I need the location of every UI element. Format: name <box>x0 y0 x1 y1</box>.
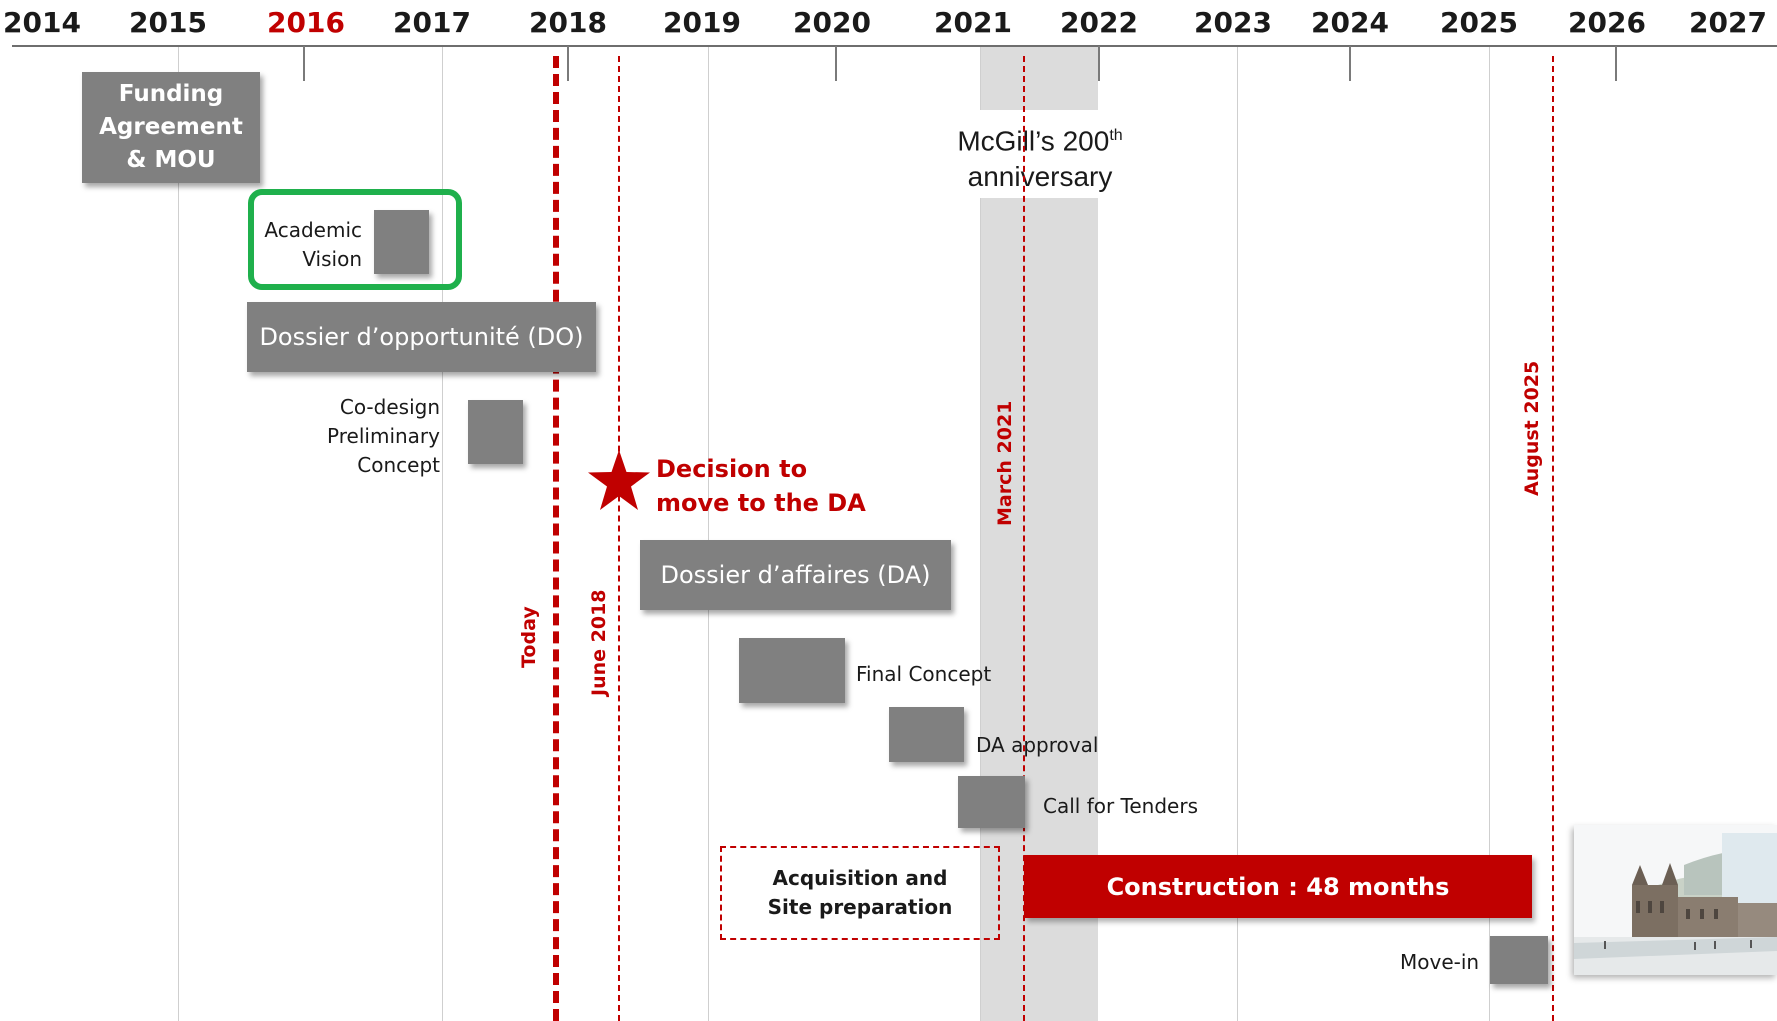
tick-2024 <box>1349 46 1351 81</box>
year-label: 2024 <box>1311 6 1389 39</box>
academic-vision-highlight <box>248 189 462 290</box>
call-tenders-box <box>958 776 1025 828</box>
codesign-label: Co-design Preliminary Concept <box>300 393 440 480</box>
august-2025-line <box>1552 56 1554 1021</box>
da-text: Dossier d’affaires (DA) <box>660 561 931 589</box>
final-concept-box <box>739 638 845 703</box>
funding-text: Funding Agreement & MOU <box>82 72 260 183</box>
building-rendering-image <box>1574 825 1777 975</box>
tick-2016 <box>303 46 305 81</box>
da-approval-box <box>889 707 964 762</box>
year-label: 2022 <box>1060 6 1138 39</box>
march-2021-line <box>1023 56 1025 1021</box>
decision-label: Decision to move to the DA <box>656 452 866 520</box>
acquisition-box: Acquisition and Site preparation <box>720 846 1000 940</box>
year-label: 2020 <box>793 6 871 39</box>
tick-2026 <box>1615 46 1617 81</box>
year-label: 2014 <box>3 6 81 39</box>
year-label: 2026 <box>1568 6 1646 39</box>
acquisition-line: Acquisition and <box>772 866 948 890</box>
academic-vision-line: Vision <box>302 247 362 271</box>
year-label: 2019 <box>663 6 741 39</box>
decision-line: move to the DA <box>656 489 866 517</box>
year-label: 2025 <box>1440 6 1518 39</box>
tick-2018 <box>567 46 569 81</box>
codesign-line: Preliminary <box>327 424 440 448</box>
do-box <box>247 302 596 372</box>
anniversary-sup: th <box>1109 127 1123 144</box>
academic-vision-box <box>374 210 429 274</box>
march-2021-label: March 2021 <box>994 400 1016 526</box>
today-line <box>553 56 559 1021</box>
timeline-axis <box>12 45 1777 47</box>
year-label-highlighted: 2016 <box>267 6 345 39</box>
anniversary-label-background <box>930 110 1150 198</box>
call-tenders-label: Call for Tenders <box>1043 794 1198 818</box>
da-approval-label: DA approval <box>976 733 1099 757</box>
year-label: 2017 <box>393 6 471 39</box>
year-label: 2023 <box>1194 6 1272 39</box>
anniversary-label: McGill’s 200th anniversary <box>930 118 1150 195</box>
da-box <box>640 540 951 610</box>
year-label: 2027 <box>1689 6 1767 39</box>
tick-2020 <box>835 46 837 81</box>
construction-bar: Construction : 48 months <box>1024 855 1532 918</box>
year-label: 2018 <box>529 6 607 39</box>
august-2025-label: August 2025 <box>1521 360 1543 496</box>
do-text: Dossier d’opportunité (DO) <box>259 323 584 351</box>
funding-line: Agreement <box>99 114 243 140</box>
today-label: Today <box>518 606 540 668</box>
tick-2022 <box>1098 46 1100 81</box>
anniversary-line2: anniversary <box>967 161 1113 193</box>
gridline-2015 <box>178 46 179 1021</box>
decision-line: Decision to <box>656 455 808 483</box>
funding-line: & MOU <box>126 147 216 173</box>
june-2018-label: June 2018 <box>588 589 610 696</box>
year-label: 2015 <box>129 6 207 39</box>
gridline-2019 <box>708 46 709 1021</box>
codesign-box <box>468 400 523 464</box>
move-in-label: Move-in <box>1400 950 1480 974</box>
gridline-2025 <box>1489 46 1490 1021</box>
star-icon <box>588 450 650 510</box>
gridline-2017 <box>442 46 443 1021</box>
funding-box <box>82 72 260 183</box>
june-2018-line <box>618 56 620 1021</box>
move-in-box <box>1490 936 1548 984</box>
acquisition-line: Site preparation <box>767 895 953 919</box>
year-label: 2021 <box>934 6 1012 39</box>
final-concept-label: Final Concept <box>856 662 992 686</box>
academic-vision-label: Academic Vision <box>252 216 362 274</box>
codesign-line: Concept <box>357 453 440 477</box>
gridline-2021 <box>980 46 981 1021</box>
academic-vision-line: Academic <box>264 218 362 242</box>
codesign-line: Co-design <box>339 395 440 419</box>
gridline-2023 <box>1237 46 1238 1021</box>
anniversary-text: McGill’s 200 <box>957 125 1110 157</box>
building-rendering-drawing <box>1574 825 1777 975</box>
funding-line: Funding <box>118 81 224 107</box>
